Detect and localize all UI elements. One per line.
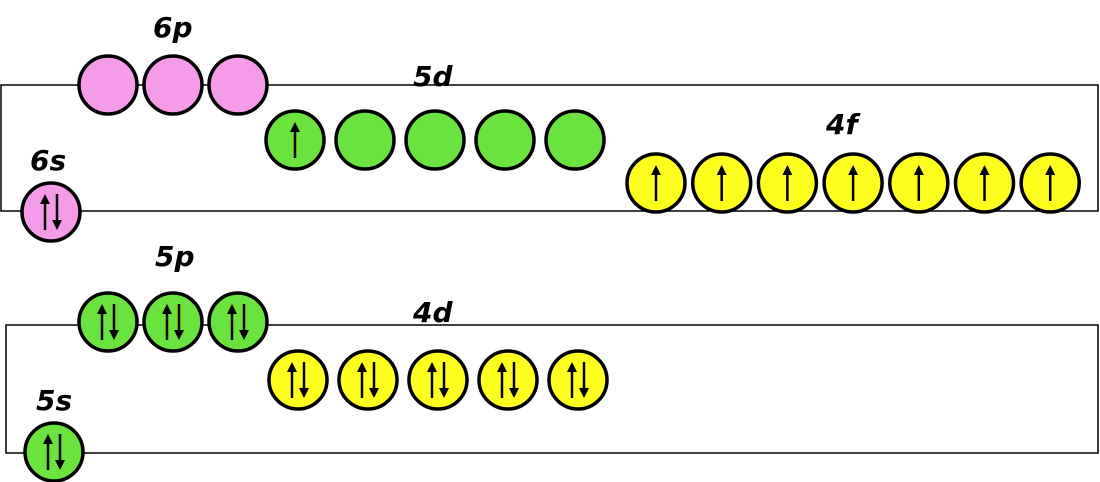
orbital-6s-1 bbox=[20, 181, 82, 243]
orbital-circle bbox=[407, 349, 469, 411]
shell-5-group: 5s 5p 4d bbox=[5, 240, 1099, 482]
orbital-6p-1 bbox=[77, 54, 139, 116]
electron-up-arrow bbox=[357, 362, 367, 398]
subshell-4d bbox=[267, 349, 609, 411]
subshell-label-4f: 4f bbox=[825, 108, 861, 141]
electron-down-arrow bbox=[579, 362, 589, 398]
orbital-4f-7 bbox=[1019, 152, 1081, 214]
orbital-6p-3 bbox=[207, 54, 269, 116]
orbital-4d-1 bbox=[267, 349, 329, 411]
electron-up-arrow bbox=[427, 362, 437, 398]
orbital-4f-2 bbox=[690, 152, 753, 214]
orbital-5d-3 bbox=[404, 109, 466, 171]
subshell-5p bbox=[77, 291, 269, 353]
orbital-circle bbox=[267, 349, 329, 411]
subshell-5d bbox=[264, 109, 606, 171]
subshell-label-6p: 6p bbox=[153, 11, 193, 44]
orbital-4f-3 bbox=[756, 152, 819, 214]
electron-down-arrow bbox=[109, 304, 119, 340]
subshell-label-6s: 6s bbox=[30, 144, 66, 177]
orbital-circle bbox=[207, 291, 269, 353]
electron-up-arrow bbox=[162, 304, 172, 340]
orbital-4d-4 bbox=[477, 349, 539, 411]
orbital-circle bbox=[142, 291, 204, 353]
subshell-label-5d: 5d bbox=[413, 60, 453, 93]
orbital-circle bbox=[142, 54, 204, 116]
orbital-circle bbox=[334, 109, 396, 171]
orbital-5s-1 bbox=[23, 421, 85, 482]
orbital-circle bbox=[477, 349, 539, 411]
electron-up-arrow bbox=[716, 165, 727, 201]
orbital-circle bbox=[474, 109, 536, 171]
orbital-circle bbox=[77, 54, 139, 116]
subshell-label-4d: 4d bbox=[412, 296, 453, 329]
shell-6-box bbox=[0, 84, 1099, 212]
orbital-5p-1 bbox=[77, 291, 139, 353]
electron-down-arrow bbox=[509, 362, 519, 398]
orbital-4d-2 bbox=[337, 349, 399, 411]
electron-up-arrow bbox=[782, 165, 793, 201]
orbital-5d-1 bbox=[264, 109, 326, 171]
orbital-4d-3 bbox=[407, 349, 469, 411]
electron-up-arrow bbox=[979, 165, 990, 201]
orbital-circle bbox=[544, 109, 606, 171]
electron-down-arrow bbox=[174, 304, 184, 340]
electron-up-arrow bbox=[43, 434, 53, 470]
orbital-circle bbox=[23, 421, 85, 482]
orbital-5d-4 bbox=[474, 109, 536, 171]
electron-down-arrow bbox=[299, 362, 309, 398]
electron-up-arrow bbox=[651, 165, 661, 201]
orbital-circle bbox=[337, 349, 399, 411]
subshell-label-5p: 5p bbox=[155, 240, 195, 273]
subshell-5s bbox=[23, 421, 85, 482]
orbital-4d-5 bbox=[547, 349, 609, 411]
electron-up-arrow bbox=[290, 122, 300, 158]
orbital-circle bbox=[547, 349, 609, 411]
orbital-5d-5 bbox=[544, 109, 606, 171]
electron-down-arrow bbox=[52, 194, 62, 230]
orbital-5d-2 bbox=[334, 109, 396, 171]
electron-down-arrow bbox=[55, 434, 65, 470]
orbital-6p-2 bbox=[142, 54, 204, 116]
shell-5-box bbox=[5, 324, 1099, 454]
orbital-5p-3 bbox=[207, 291, 269, 353]
orbital-circle bbox=[404, 109, 466, 171]
orbital-4f-5 bbox=[888, 152, 950, 214]
subshell-4f bbox=[625, 152, 1081, 214]
electron-down-arrow bbox=[439, 362, 449, 398]
electron-up-arrow bbox=[848, 165, 859, 201]
electron-down-arrow bbox=[369, 362, 379, 398]
subshell-6p bbox=[77, 54, 269, 116]
orbital-4f-4 bbox=[822, 152, 884, 214]
shell-6-group: 6s 6p 5d 4f bbox=[0, 11, 1099, 243]
orbital-5p-2 bbox=[142, 291, 204, 353]
subshell-6s bbox=[20, 181, 82, 243]
orbital-circle bbox=[20, 181, 82, 243]
orbital-4f-1 bbox=[625, 152, 687, 214]
electron-up-arrow bbox=[1045, 165, 1056, 201]
electron-up-arrow bbox=[567, 362, 577, 398]
electron-up-arrow bbox=[227, 304, 237, 340]
subshell-label-5s: 5s bbox=[36, 384, 72, 417]
electron-up-arrow bbox=[913, 165, 924, 201]
electron-up-arrow bbox=[97, 304, 107, 340]
orbital-circle bbox=[77, 291, 139, 353]
electron-up-arrow bbox=[287, 362, 297, 398]
electron-down-arrow bbox=[239, 304, 249, 340]
orbital-4f-6 bbox=[953, 152, 1016, 214]
orbital-circle bbox=[207, 54, 269, 116]
electron-up-arrow bbox=[40, 194, 50, 230]
electron-up-arrow bbox=[497, 362, 507, 398]
